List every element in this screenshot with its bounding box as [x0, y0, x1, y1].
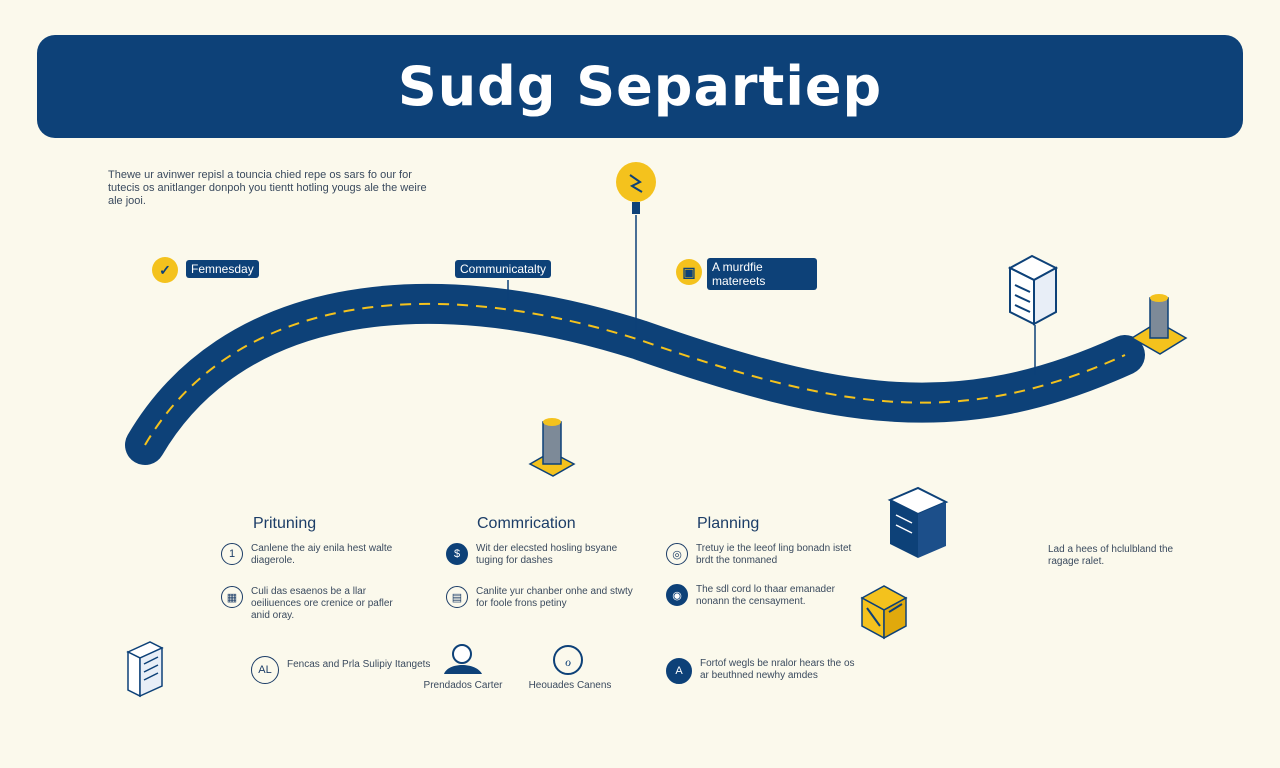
- lightbulb-icon: [616, 162, 656, 214]
- pillar-marker-icon: [528, 418, 576, 477]
- column-title-prituning: Prituning: [253, 515, 317, 532]
- book-icon: [887, 486, 949, 558]
- target-icon: ◎: [666, 543, 688, 565]
- grid-icon: ▦: [221, 586, 243, 608]
- database-icon: ▤: [446, 586, 468, 608]
- intro-text: Thewe ur avinwer repisl a touncia chied …: [108, 169, 427, 207]
- list-item: AL Fencas and Prla Sulipiy Itangets: [251, 656, 447, 684]
- dollar-icon: $: [446, 543, 468, 565]
- side-note: Lad a hees of hclulbland the ragage rale…: [1048, 544, 1174, 567]
- building-icon: [1007, 254, 1059, 326]
- milestone-tag-3: A murdfie matereets: [707, 258, 817, 290]
- number-one-icon: 1: [221, 543, 243, 565]
- list-item: ▤ Canlite yur chanber onhe and stwty for…: [446, 586, 636, 610]
- list-item: 1 Canlene the aiy enila hest walte diage…: [221, 543, 411, 567]
- letter-a-icon: A: [666, 658, 692, 684]
- pillar-marker-icon: [1130, 294, 1188, 355]
- al-icon: AL: [251, 656, 279, 684]
- milestone-tag-1: Femnesday: [186, 260, 259, 278]
- road: [125, 283, 1145, 465]
- svg-text:ℴ: ℴ: [565, 654, 571, 670]
- check-caption: Heouades Canens: [528, 680, 612, 691]
- column-title-commrication: Commrication: [477, 515, 576, 532]
- location-icon: ◉: [666, 584, 688, 606]
- list-item: ◎ Tretuy ie the leeof ling bonadn istet …: [666, 543, 856, 567]
- milestone-tag-2: Communicatalty: [455, 260, 552, 278]
- column-title-planning: Planning: [697, 515, 760, 532]
- list-item: ▦ Culi das esaenos be a llar oeiliuences…: [221, 586, 411, 622]
- person-icon: [444, 644, 482, 674]
- solar-panel-icon: [860, 585, 908, 640]
- check-icon: ✓: [152, 257, 178, 283]
- document-stack-icon: [126, 641, 164, 698]
- title-banner: Sudg Separtiep: [37, 35, 1243, 138]
- page-title: Sudg Separtiep: [397, 55, 883, 118]
- check-circle-icon: ℴ: [553, 645, 583, 675]
- list-item: $ Wit der elecsted hosling bsyane tuging…: [446, 543, 636, 567]
- list-item: A Fortof wegls be nralor hears the os ar…: [666, 658, 860, 684]
- person-caption: Prendados Carter: [423, 680, 503, 691]
- calendar-icon: ▣: [676, 259, 702, 285]
- list-item: ◉ The sdl cord lo thaar emanader nonann …: [666, 584, 856, 608]
